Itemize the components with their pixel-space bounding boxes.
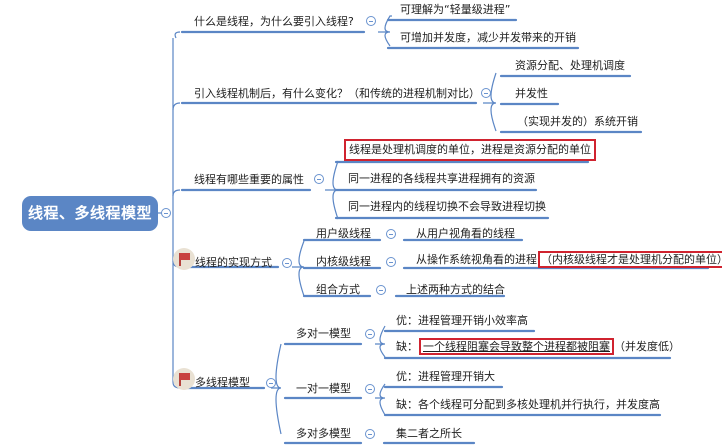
leaf-os-view[interactable]: 从操作系统视角看的进程（内核级线程才是处理机分配的单位）: [416, 251, 722, 268]
collapse-icon[interactable]: [366, 16, 376, 26]
subtopic-shared-resources[interactable]: 同一进程的各线程共享进程拥有的资源: [348, 172, 535, 185]
leaf-many-to-one-con[interactable]: 缺：一个线程阻塞会导致整个进程都被阻塞（并发度低）: [396, 338, 680, 355]
con-prefix: 缺：: [396, 340, 418, 353]
subtopic-combined-approach[interactable]: 组合方式: [316, 283, 360, 296]
subtopic-system-overhead[interactable]: （实现并发的）系统开销: [517, 115, 638, 128]
subtopic-kernel-level-thread[interactable]: 内核级线程: [316, 255, 371, 268]
red-flag-icon: [173, 368, 195, 390]
topic-changes-after-threads[interactable]: 引入线程机制后，有什么变化？（和传统的进程机制对比）: [194, 87, 480, 100]
leaf-best-of-both[interactable]: 集二者之所长: [396, 427, 462, 440]
topic-multithreading-models[interactable]: 多线程模型: [195, 376, 250, 389]
collapse-icon[interactable]: [314, 174, 324, 184]
subtopic-concurrency[interactable]: 并发性: [515, 87, 548, 100]
highlight-kernel-unit: （内核级线程才是处理机分配的单位）: [538, 251, 722, 268]
collapse-icon[interactable]: [365, 329, 375, 339]
leaf-one-to-one-pro[interactable]: 优：进程管理开销大: [396, 370, 495, 383]
subtopic-one-to-one[interactable]: 一对一模型: [296, 382, 351, 395]
collapse-icon[interactable]: [161, 208, 171, 218]
leaf-user-view[interactable]: 从用户视角看的线程: [416, 227, 515, 240]
leaf-combination[interactable]: 上述两种方式的结合: [406, 283, 505, 296]
collapse-icon[interactable]: [365, 429, 375, 439]
red-flag-icon: [173, 248, 195, 270]
subtopic-user-level-thread[interactable]: 用户级线程: [316, 227, 371, 240]
highlight-blocking: 一个线程阻塞会导致整个进程都被阻塞: [419, 338, 614, 355]
collapse-icon[interactable]: [365, 384, 375, 394]
root-topic[interactable]: 线程、多线程模型: [22, 196, 158, 231]
collapse-icon[interactable]: [386, 257, 396, 267]
collapse-icon[interactable]: [386, 229, 396, 239]
subtopic-increase-concurrency[interactable]: 可增加并发度，减少并发带来的开销: [400, 31, 576, 44]
subtopic-resource-scheduling[interactable]: 资源分配、处理机调度: [515, 59, 625, 72]
collapse-icon[interactable]: [481, 88, 491, 98]
collapse-icon[interactable]: [266, 378, 276, 388]
subtopic-many-to-many[interactable]: 多对多模型: [296, 427, 351, 440]
leaf-os-view-text: 从操作系统视角看的进程: [416, 253, 537, 266]
topic-what-is-thread[interactable]: 什么是线程，为什么要引入线程?: [194, 15, 354, 28]
collapse-icon[interactable]: [282, 258, 292, 268]
leaf-one-to-one-con[interactable]: 缺：各个线程可分配到多核处理机并行执行，并发度高: [396, 398, 660, 411]
topic-thread-attributes[interactable]: 线程有哪些重要的属性: [194, 173, 304, 186]
collapse-icon[interactable]: [376, 285, 386, 295]
subtopic-many-to-one[interactable]: 多对一模型: [296, 327, 351, 340]
subtopic-no-process-switch[interactable]: 同一进程内的线程切换不会导致进程切换: [348, 200, 546, 213]
topic-thread-implementation[interactable]: 线程的实现方式: [195, 256, 272, 269]
leaf-many-to-one-pro[interactable]: 优：进程管理开销小效率高: [396, 314, 528, 327]
con-suffix: （并发度低）: [614, 340, 680, 353]
subtopic-scheduling-unit-highlighted[interactable]: 线程是处理机调度的单位，进程是资源分配的单位: [344, 139, 596, 161]
subtopic-lightweight-process[interactable]: 可理解为“轻量级进程”: [400, 3, 511, 16]
